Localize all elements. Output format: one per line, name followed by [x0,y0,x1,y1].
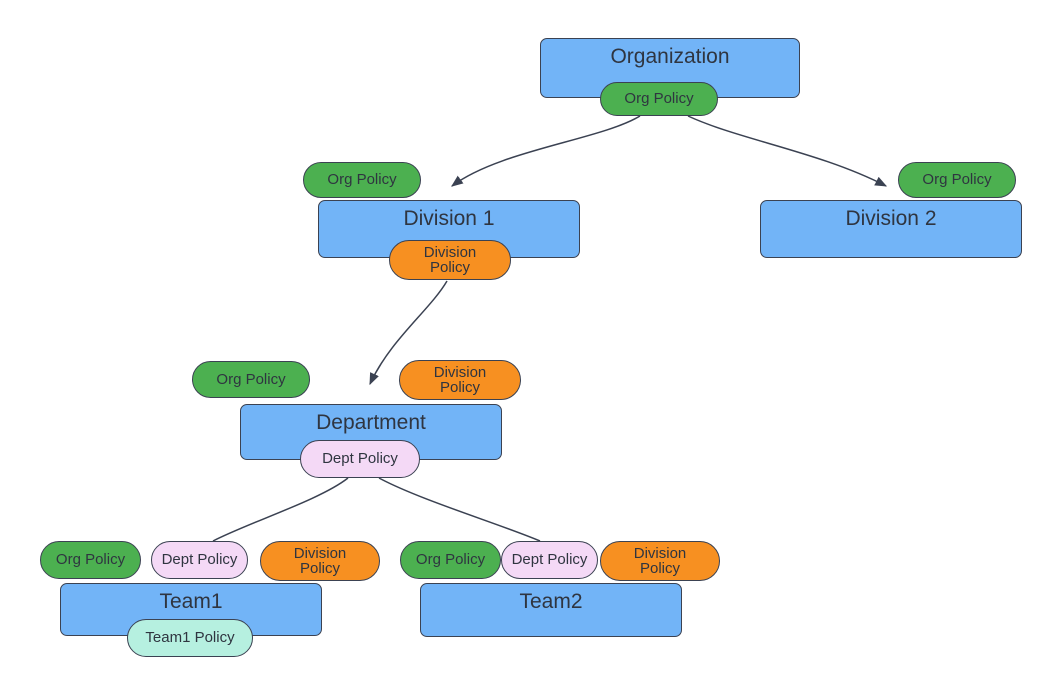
badge-org-badge-organization[interactable]: Org Policy [600,82,718,116]
badge-label-org-badge-division1: Org Policy [327,171,397,189]
badge-label-org-badge-team2: Org Policy [415,551,486,569]
badge-div-badge-department[interactable]: Division Policy [399,360,521,400]
badge-label-div-badge-team2: Division Policy [633,544,687,577]
badge-label-dept-badge-team1: Dept Policy [161,551,238,569]
badge-label-dept-badge-department: Dept Policy [322,450,398,468]
badge-org-badge-team1[interactable]: Org Policy [40,541,141,579]
badge-label-div-badge-department: Division Policy [433,363,487,396]
badge-label-div-badge-division1: Division Policy [423,243,477,276]
node-label-team2: Team2 [519,590,583,613]
badge-label-org-badge-division2: Org Policy [922,171,992,189]
badge-label-org-badge-organization: Org Policy [624,90,694,108]
badge-label-div-badge-team1: Division Policy [293,544,347,577]
edge-department-team2 [378,477,541,542]
node-label-team1: Team1 [159,590,223,613]
badge-label-org-badge-department: Org Policy [216,370,286,388]
badge-org-badge-division2[interactable]: Org Policy [898,162,1016,198]
edge-organization-division1 [451,115,641,187]
badge-label-team-badge-team1: Team1 Policy [145,629,235,647]
node-label-division2: Division 2 [845,207,937,230]
badge-org-badge-division1[interactable]: Org Policy [303,162,421,198]
badge-team-badge-team1[interactable]: Team1 Policy [127,619,253,657]
badge-org-badge-department[interactable]: Org Policy [192,361,310,398]
node-team2[interactable]: Team2 [420,583,682,637]
node-label-division1: Division 1 [403,207,495,230]
edge-organization-division2 [687,115,888,187]
badge-dept-badge-team2[interactable]: Dept Policy [501,541,598,579]
node-division2[interactable]: Division 2 [760,200,1022,258]
badge-label-org-badge-team1: Org Policy [55,551,126,569]
badge-dept-badge-department[interactable]: Dept Policy [300,440,420,478]
edge-department-team1 [212,477,349,542]
node-label-organization: Organization [610,45,730,68]
badge-label-dept-badge-team2: Dept Policy [511,551,588,569]
badge-org-badge-team2[interactable]: Org Policy [400,541,501,579]
badge-dept-badge-team1[interactable]: Dept Policy [151,541,248,579]
badge-div-badge-team1[interactable]: Division Policy [260,541,380,581]
node-label-department: Department [316,411,426,434]
badge-div-badge-division1[interactable]: Division Policy [389,240,511,280]
badge-div-badge-team2[interactable]: Division Policy [600,541,720,581]
